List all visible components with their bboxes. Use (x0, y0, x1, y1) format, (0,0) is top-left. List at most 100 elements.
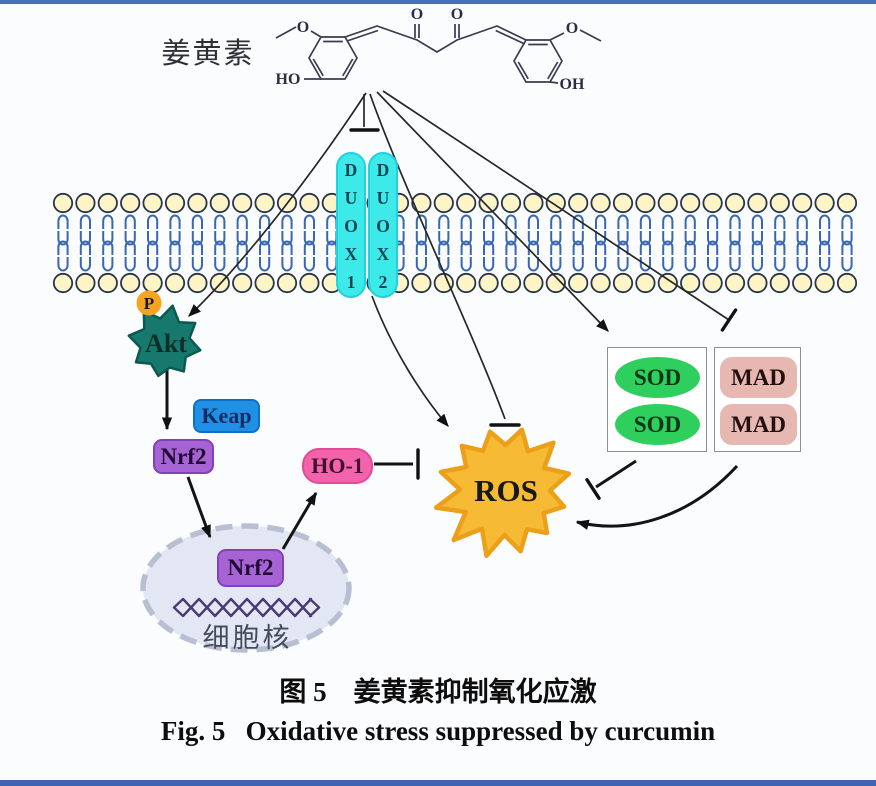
methoxy-left-bonds (275, 26, 322, 39)
lipid-tail (819, 240, 831, 255)
lipid-tail (460, 240, 472, 255)
lipid-tail (662, 214, 674, 229)
lipid-tail (460, 257, 472, 272)
arrow-right-into-ros (575, 464, 739, 530)
lipid-tail (595, 240, 607, 255)
lipid-tail (662, 231, 674, 246)
lipid-head (635, 272, 656, 294)
lipid-tail (572, 231, 584, 246)
lipid-tail (236, 214, 248, 229)
lipid-head (590, 272, 611, 294)
lipid-head (299, 192, 320, 214)
lipid-tail (483, 214, 495, 229)
lipid-tail (684, 214, 696, 229)
lipid-tail (729, 214, 741, 229)
lipid-tail (550, 231, 562, 246)
lipid-head (142, 272, 163, 294)
lipid-head (612, 272, 634, 294)
nucleus-name-label: 细胞核 (202, 622, 293, 653)
lipid-tail (729, 257, 741, 272)
lipid-head (187, 272, 208, 294)
lipid-tail (303, 257, 315, 272)
lipid-head (635, 192, 656, 214)
dna-helix (172, 597, 321, 618)
lipid-tail (572, 257, 584, 272)
lipid-head (276, 272, 298, 294)
lipid-tail (841, 231, 853, 246)
lipid-head (500, 272, 522, 294)
inhibit-sod-ros-bar (585, 478, 601, 500)
lipid-head (747, 192, 768, 214)
lipid-head (232, 192, 253, 214)
lipid-tail (281, 257, 293, 272)
lipid-tail (662, 257, 674, 272)
carbonyl-double-bond-right (454, 24, 460, 38)
lipid-head (792, 192, 813, 214)
lipid-tail (707, 214, 719, 229)
lipid-tail (483, 240, 495, 255)
inhibit-sod-ros-stem (595, 459, 637, 489)
keap-protein: Keap (193, 399, 260, 433)
lipid-tail (147, 240, 159, 255)
nrf2-cytoplasm: Nrf2 (153, 439, 214, 474)
lipid-tail (102, 240, 114, 255)
lipid-tail (550, 214, 562, 229)
methoxy-right-bonds (549, 29, 602, 42)
duox1-channel: D U O X 1 (336, 152, 366, 298)
lipid-tail (147, 257, 159, 272)
lipid-tail (707, 231, 719, 246)
lipid-tail (124, 240, 136, 255)
lipid-head (836, 192, 858, 214)
lipid-head (500, 192, 522, 214)
lipid-head (209, 192, 230, 214)
lipid-head (814, 272, 835, 294)
lipid-tail (281, 240, 293, 255)
lipid-tail (751, 257, 763, 272)
lipid-tail (438, 214, 450, 229)
inhibit-curcumin-ros-stem (369, 93, 506, 420)
lipid-tail (684, 231, 696, 246)
lipid-tail (57, 231, 69, 246)
lipid-head (411, 192, 432, 214)
lipid-tail (707, 257, 719, 272)
lipid-head (769, 192, 790, 214)
lipid-tail (505, 214, 517, 229)
lipid-head (724, 192, 746, 214)
lipid-head (657, 192, 678, 214)
lipid-tail (527, 231, 539, 246)
ros-burst: ROS (433, 427, 572, 558)
lipid-head (433, 192, 454, 214)
sod-enzyme-2: SOD (615, 404, 700, 445)
bottom-border-bar (0, 780, 876, 786)
lipid-tail (572, 214, 584, 229)
lipid-tail (639, 214, 651, 229)
lipid-head (120, 192, 141, 214)
lipid-head (836, 272, 858, 294)
lipid-tail (527, 240, 539, 255)
lipid-tail (57, 257, 69, 272)
akt-complex: P Akt (127, 290, 202, 378)
mad-box: MAD MAD (714, 347, 801, 452)
lipid-tail (438, 257, 450, 272)
lipid-head (769, 272, 790, 294)
lipid-tail (841, 214, 853, 229)
benzene-ring-left (308, 36, 358, 80)
lipid-tail (774, 257, 786, 272)
lipid-tail (415, 231, 427, 246)
arrow-nrf2-nucleus (186, 476, 212, 539)
lipid-head (590, 192, 611, 214)
arrow-curcumin-akt (188, 92, 367, 317)
lipid-tail (483, 231, 495, 246)
caption-chinese: 图 5 姜黄素抑制氧化应激 (279, 677, 597, 707)
lipid-head (545, 272, 566, 294)
lipid-tail (774, 240, 786, 255)
lipid-tail (102, 257, 114, 272)
methoxy-o-right: O (566, 20, 578, 37)
lipid-bilayer-membrane (52, 192, 858, 294)
lipid-tail (505, 240, 517, 255)
lipid-tail (191, 231, 203, 246)
lipid-head (702, 272, 723, 294)
lipid-tail (259, 257, 271, 272)
lipid-tail (57, 214, 69, 229)
